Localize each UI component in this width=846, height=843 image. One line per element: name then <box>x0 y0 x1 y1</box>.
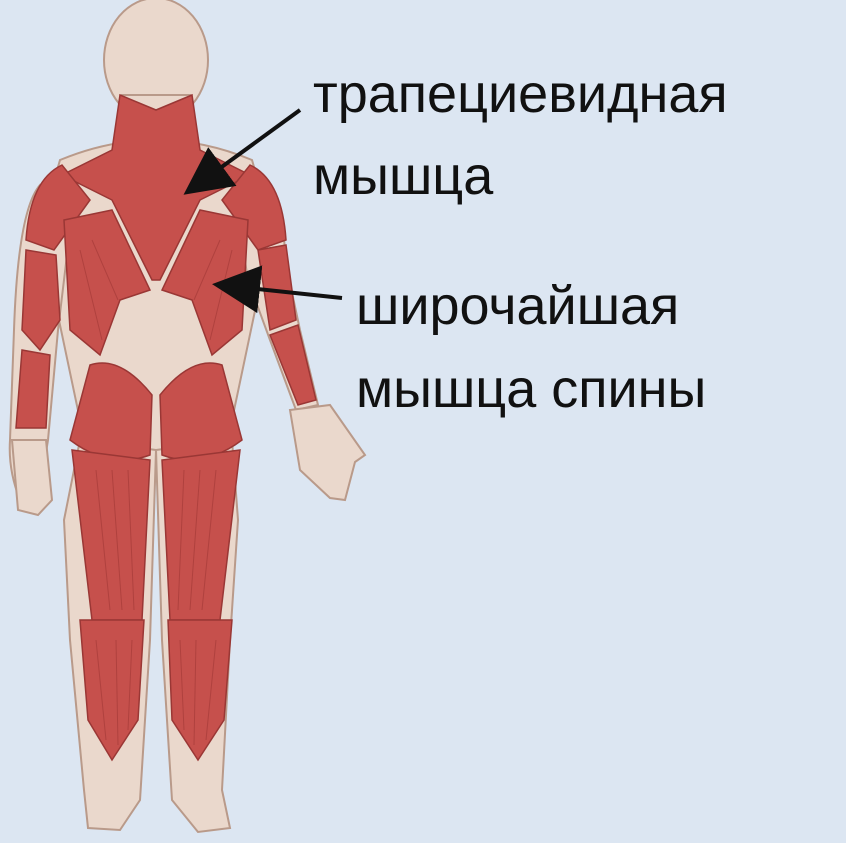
right-hand <box>290 405 365 500</box>
latissimus-label-line1: широчайшая <box>356 270 679 342</box>
left-forearm-muscle <box>16 350 50 428</box>
trapezius-label-line2: мышца <box>313 140 493 212</box>
left-hand <box>12 440 52 515</box>
latissimus-label-line2: мышца спины <box>356 353 706 425</box>
trapezius-label-line1: трапециевидная <box>313 58 728 130</box>
